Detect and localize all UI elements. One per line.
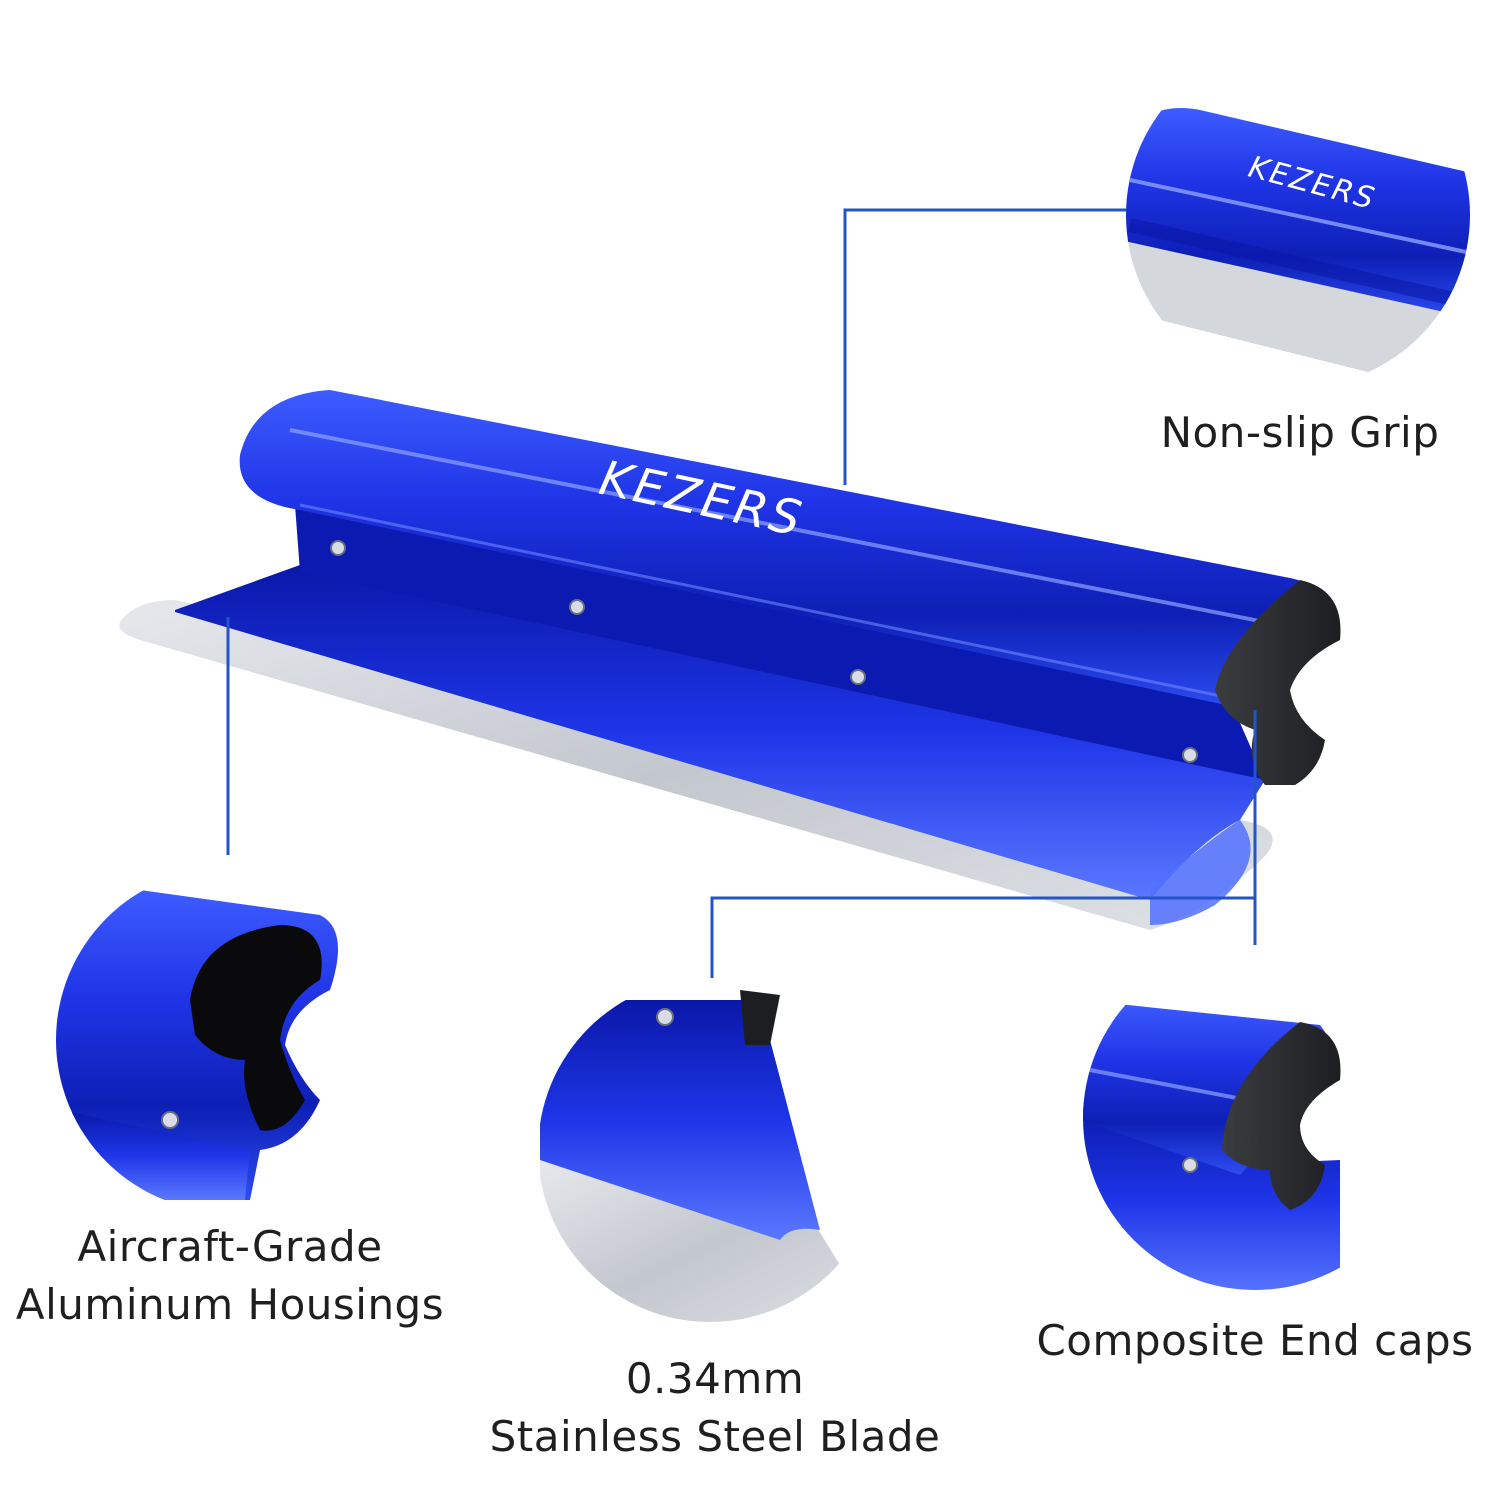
detail-circle-endcaps xyxy=(1083,946,1427,1290)
rivet xyxy=(1182,747,1198,763)
caption-blade-line1: 0.34mm xyxy=(625,1354,805,1403)
rivet xyxy=(569,599,585,615)
detail-circle-blade xyxy=(538,978,882,1322)
end-cap xyxy=(1215,580,1341,785)
detail-circle-housing xyxy=(56,868,400,1212)
handle-body xyxy=(239,390,1323,710)
main-trowel: KEZERS xyxy=(119,390,1341,930)
caption-endcaps: Composite End caps xyxy=(1020,1312,1490,1370)
housing-wall xyxy=(295,505,1265,780)
caption-housing-line2: Aluminum Housings xyxy=(15,1280,445,1329)
caption-grip: Non-slip Grip xyxy=(1105,404,1495,462)
inner-flange xyxy=(175,565,1265,900)
caption-blade-line2: Stainless Steel Blade xyxy=(489,1412,941,1461)
rivet xyxy=(850,669,866,685)
caption-blade: 0.34mm Stainless Steel Blade xyxy=(470,1350,960,1466)
caption-housing-line1: Aircraft-Grade xyxy=(77,1222,383,1271)
detail-circle-grip: KEZERS xyxy=(1126,43,1470,387)
leader-lines xyxy=(226,208,1257,985)
caption-endcaps-label: Composite End caps xyxy=(1036,1316,1474,1365)
caption-grip-label: Non-slip Grip xyxy=(1160,408,1440,457)
caption-housing: Aircraft-Grade Aluminum Housings xyxy=(0,1218,460,1334)
rivet xyxy=(330,540,346,556)
